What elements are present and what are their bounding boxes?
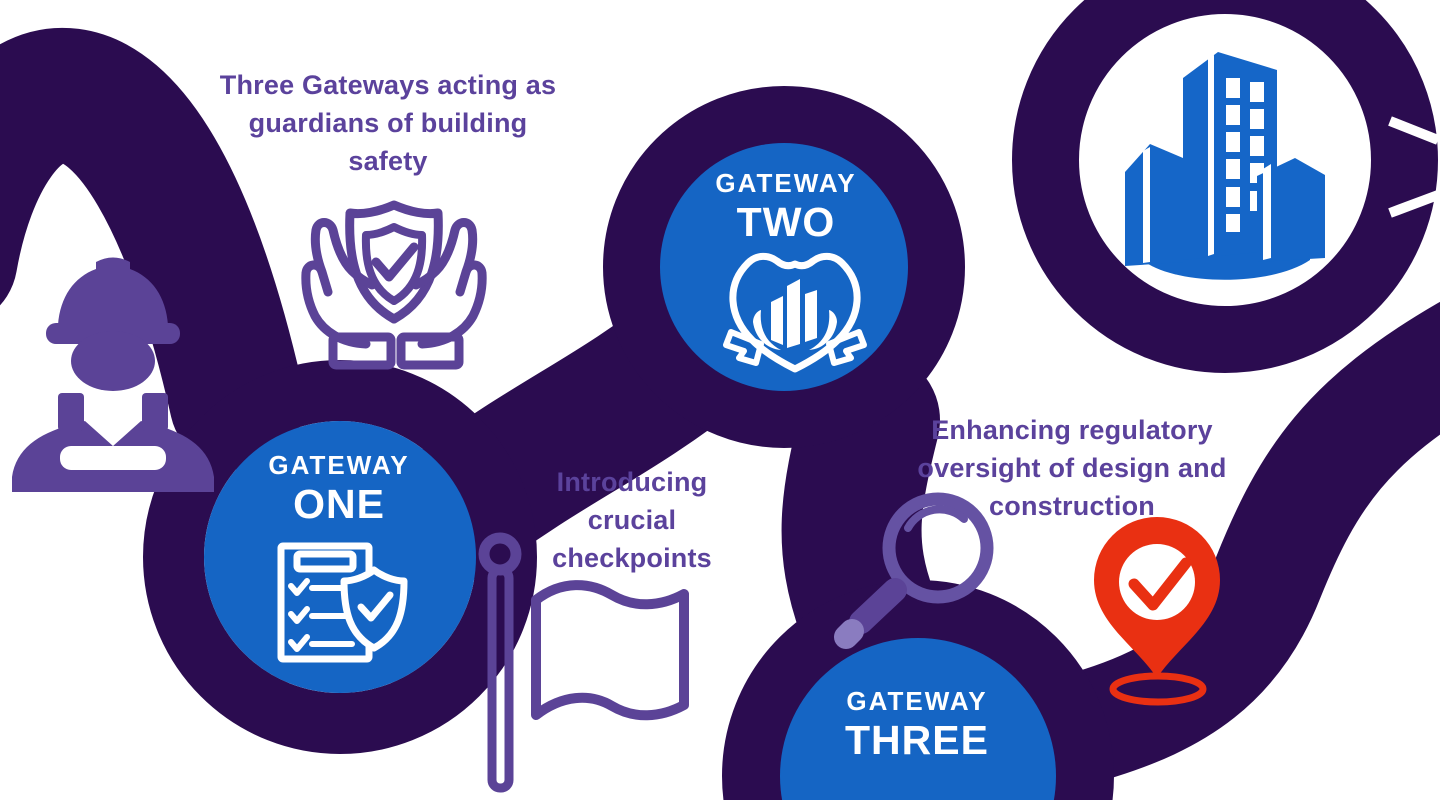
caption-line: safety (348, 146, 428, 176)
ring-notch-bottom (1388, 190, 1440, 218)
caption-line: construction (989, 491, 1155, 521)
building-right-seam (1263, 164, 1271, 260)
gateway-three-circle (780, 638, 1056, 800)
gateway-number: ONE (293, 481, 385, 527)
building-left-seam (1143, 147, 1150, 263)
caption-line: checkpoints (552, 543, 712, 573)
road-arch-top-left (0, 28, 305, 470)
worker-pocket (60, 446, 166, 470)
building-left (1125, 144, 1183, 266)
ring-notch-top (1388, 116, 1440, 145)
road-s-curve-right (1034, 302, 1440, 782)
road-band-two-three (781, 350, 940, 685)
gateway-word: GATEWAY (715, 168, 857, 198)
building-tower-seam (1208, 55, 1214, 256)
gateway-one-label: GATEWAY ONE (229, 450, 449, 528)
ring-gateway-two (603, 86, 965, 448)
gateway-number: THREE (845, 717, 989, 763)
magnifying-glass-icon (834, 492, 994, 649)
caption-line: crucial (587, 505, 677, 535)
gateway-number: TWO (736, 199, 836, 245)
caption-line: Three Gateways acting as (219, 70, 557, 100)
ring-gateway-one (143, 360, 537, 754)
location-pin-check-icon (1094, 517, 1220, 706)
checkpoint-flag-icon (478, 532, 689, 793)
gateway-two-label: GATEWAY TWO (676, 168, 896, 246)
caption-line: Enhancing regulatory (931, 415, 1213, 445)
caption-line: guardians of building (248, 108, 528, 138)
gateway-word: GATEWAY (846, 686, 988, 716)
caption-oversight: Enhancing regulatory oversight of design… (892, 411, 1252, 525)
caption-line: Introducing (556, 467, 708, 497)
caption-guardians: Three Gateways acting as guardians of bu… (213, 66, 563, 180)
ring-gateway-three (722, 580, 1114, 800)
city-badge-icon (723, 252, 867, 373)
gateway-word: GATEWAY (268, 450, 410, 480)
city-buildings-icon (1081, 16, 1369, 304)
checklist-shield-icon (277, 542, 408, 663)
construction-worker-icon (12, 257, 214, 492)
ring-buildings (1012, 0, 1438, 373)
hands-shield-check-icon (301, 200, 482, 370)
worker-collar (88, 416, 138, 446)
gateway-three-label: GATEWAY THREE (807, 686, 1027, 764)
building-right (1257, 158, 1325, 262)
caption-checkpoints: Introducing crucial checkpoints (502, 463, 762, 577)
caption-line: oversight of design and (917, 453, 1227, 483)
